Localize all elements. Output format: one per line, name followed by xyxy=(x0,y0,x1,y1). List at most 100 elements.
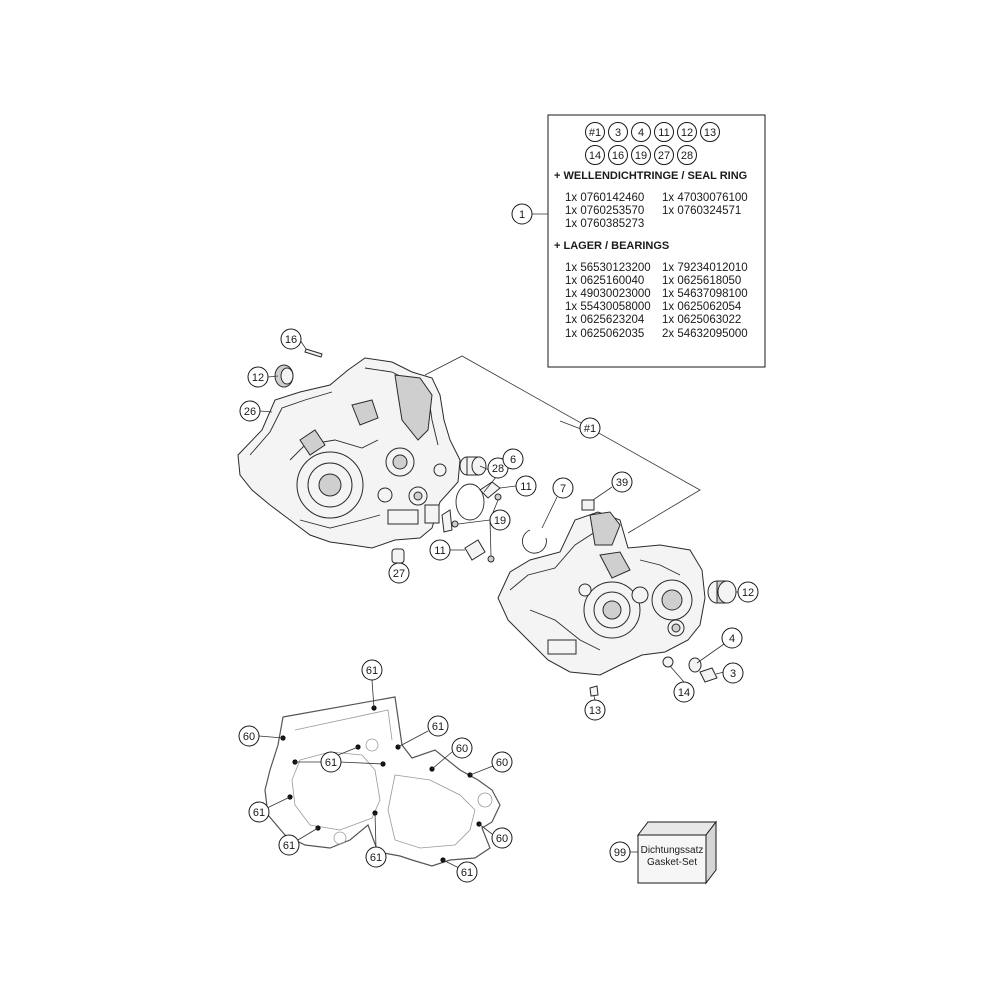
callout-61-left: 61 xyxy=(248,801,270,823)
svg-text:13: 13 xyxy=(704,127,716,139)
svg-text:99: 99 xyxy=(614,847,626,859)
svg-text:12: 12 xyxy=(681,127,693,139)
svg-text:3: 3 xyxy=(730,668,736,680)
bearing-item: 1x 56530123200 xyxy=(565,262,651,274)
callout-61-upper-right: 61 xyxy=(427,715,449,737)
callout-60-right: 60 xyxy=(491,751,513,773)
svg-text:12: 12 xyxy=(252,372,264,384)
washer-part xyxy=(688,657,702,673)
info-ref-callout: 14 xyxy=(585,145,605,165)
screw-part xyxy=(487,555,495,563)
callout-61-top: 61 xyxy=(361,659,383,681)
callout-14: 14 xyxy=(673,681,695,703)
svg-text:27: 27 xyxy=(393,568,405,580)
svg-text:60: 60 xyxy=(496,757,508,769)
svg-text:60: 60 xyxy=(456,743,468,755)
seal-ring-item: 1x 0760253570 xyxy=(565,205,644,217)
callout-6: 6 xyxy=(502,448,524,470)
callout-61-lower-left: 61 xyxy=(278,834,300,856)
seal-ring-heading: + WELLENDICHTRINGE / SEAL RING xyxy=(554,170,747,182)
svg-text:60: 60 xyxy=(496,833,508,845)
svg-text:16: 16 xyxy=(612,150,624,162)
info-ref-callout: 4 xyxy=(631,122,651,142)
callout-16: 16 xyxy=(280,328,302,350)
callout-12-left: 12 xyxy=(247,366,269,388)
callout-3: 3 xyxy=(722,662,744,684)
svg-text:#1: #1 xyxy=(589,127,601,139)
bearing-item: 1x 54637098100 xyxy=(662,288,748,300)
circlip-part xyxy=(521,529,547,554)
svg-text:#1: #1 xyxy=(584,423,596,435)
bearing-item: 1x 0625062035 xyxy=(565,328,644,340)
bearing-item: 1x 0625062054 xyxy=(662,301,742,313)
snap-ring-part xyxy=(455,483,485,521)
gasket-set-label-de: Dichtungssatz xyxy=(641,845,704,856)
seal-ring-item: 1x 0760385273 xyxy=(565,218,644,230)
svg-text:28: 28 xyxy=(492,463,504,475)
callout-4: 4 xyxy=(721,627,743,649)
info-ref-callout: 11 xyxy=(654,122,674,142)
bearing-item: 1x 49030023000 xyxy=(565,288,651,300)
callout-labels: 1 16 12 26 #1 28 6 11 7 39 19 11 27 12 4… xyxy=(238,203,759,883)
callout-26: 26 xyxy=(239,400,261,422)
callout-60-left: 60 xyxy=(238,725,260,747)
bearings-heading: + LAGER / BEARINGS xyxy=(554,240,669,252)
callout-27: 27 xyxy=(388,562,410,584)
callout-61-center: 61 xyxy=(320,751,342,773)
bearing-item: 1x 0625618050 xyxy=(662,275,741,287)
gasket-set-box: Dichtungssatz Gasket-Set xyxy=(636,820,718,885)
gasket-reference-dots xyxy=(280,705,482,863)
callout-1: 1 xyxy=(511,203,533,225)
callout-11-bottom: 11 xyxy=(429,539,451,561)
small-screw-part xyxy=(589,685,599,697)
svg-text:61: 61 xyxy=(366,665,378,677)
svg-text:3: 3 xyxy=(615,127,621,139)
bearing-item: 1x 0625623204 xyxy=(565,314,645,326)
pin-part xyxy=(304,348,323,358)
info-ref-row-2: 14 16 19 27 28 xyxy=(585,145,697,165)
svg-text:60: 60 xyxy=(243,731,255,743)
svg-text:61: 61 xyxy=(432,721,444,733)
gasket-set-label-en: Gasket-Set xyxy=(647,857,697,868)
dowel-part xyxy=(581,499,595,511)
svg-text:7: 7 xyxy=(560,483,566,495)
bearing-item: 1x 0625063022 xyxy=(662,314,741,326)
callout-60-lower-right: 60 xyxy=(491,827,513,849)
svg-text:11: 11 xyxy=(658,127,669,139)
svg-text:4: 4 xyxy=(638,127,644,139)
info-ref-row-1: #1 3 4 11 12 13 xyxy=(585,122,720,142)
svg-text:16: 16 xyxy=(285,334,297,346)
svg-text:39: 39 xyxy=(616,477,628,489)
callout-60-upper-right: 60 xyxy=(451,737,473,759)
screw-part xyxy=(494,493,502,501)
info-ref-callout: 3 xyxy=(608,122,628,142)
svg-text:26: 26 xyxy=(244,406,256,418)
gasket-outline xyxy=(264,696,501,867)
svg-text:12: 12 xyxy=(742,587,754,599)
svg-text:61: 61 xyxy=(370,852,382,864)
callout-hash-1: #1 xyxy=(579,417,601,439)
callout-19: 19 xyxy=(489,509,511,531)
bearing-item: 1x 55430058000 xyxy=(565,301,651,313)
svg-text:11: 11 xyxy=(434,545,445,557)
bearing-item: 1x 79234012010 xyxy=(662,262,748,274)
svg-text:14: 14 xyxy=(678,687,690,699)
svg-text:19: 19 xyxy=(635,150,647,162)
svg-text:1: 1 xyxy=(519,209,525,221)
svg-text:11: 11 xyxy=(520,481,531,493)
crankcase-right-half xyxy=(497,511,706,676)
drain-plug-part xyxy=(699,667,718,683)
assembly-leaders xyxy=(424,355,701,534)
info-ref-callout: #1 xyxy=(585,122,605,142)
svg-text:61: 61 xyxy=(461,867,473,879)
svg-text:27: 27 xyxy=(658,150,670,162)
svg-text:61: 61 xyxy=(325,757,337,769)
bearing-item: 2x 54632095000 xyxy=(662,328,748,340)
info-ref-callout: 19 xyxy=(631,145,651,165)
sleeve-part xyxy=(391,548,405,564)
callout-61-bottom-right: 61 xyxy=(456,861,478,883)
callout-61-bottom: 61 xyxy=(365,846,387,868)
small-parts xyxy=(274,348,737,697)
info-ref-callout: 12 xyxy=(677,122,697,142)
